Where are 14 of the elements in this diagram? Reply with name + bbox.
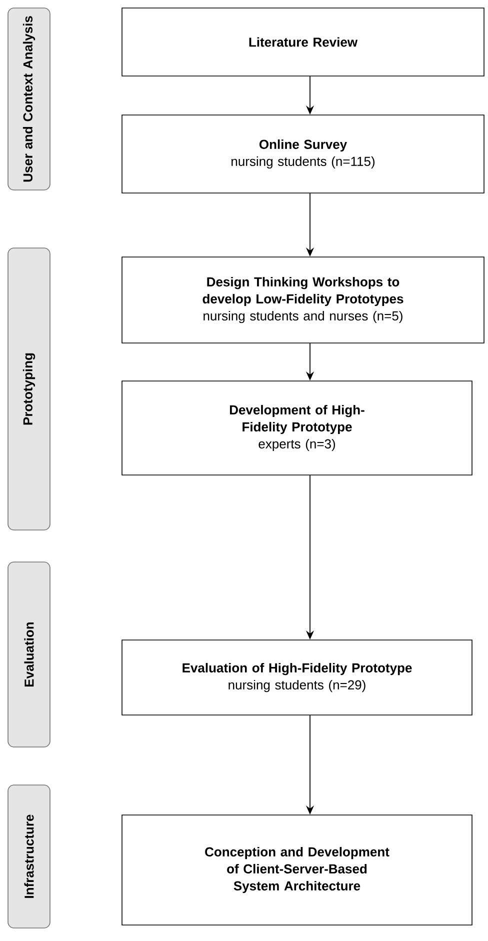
phase-band: [8, 562, 50, 748]
process-box: Evaluation of High-Fidelity Prototype nursing students (n=29): [122, 640, 472, 716]
process-box: Online Survey nursing students (n=115): [122, 114, 484, 194]
phase-label: User and Context Analysis: [22, 16, 36, 182]
phase-label: Prototyping: [22, 353, 36, 425]
phase-band: [8, 784, 50, 928]
process-box: Conception and Development of Client-Server-Based System Architecture: [122, 814, 472, 926]
phase-label: Evaluation: [24, 622, 34, 686]
phase-label: Infrastructure: [24, 814, 34, 898]
process-box: Development of High-Fidelity Prototype experts (n=3): [122, 380, 472, 476]
phase-band: [8, 8, 50, 190]
process-box: Literature Review: [122, 8, 484, 76]
phase-band: [8, 248, 50, 530]
process-box: Design Thinking Workshops to develop Low-Fidelity Prototypes nursing students and nurses (n=5): [122, 256, 484, 344]
